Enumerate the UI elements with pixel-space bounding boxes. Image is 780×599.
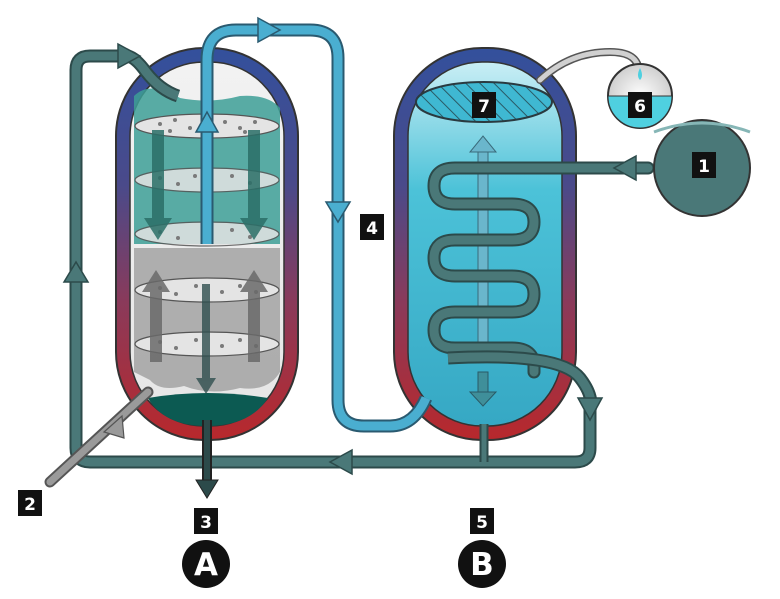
label-1: 1 — [692, 152, 716, 178]
collection-flask — [536, 47, 673, 129]
svg-text:1: 1 — [698, 157, 710, 177]
vessel-a-outlet-arrow — [195, 479, 219, 499]
vessel-a-bottom-liquid — [148, 393, 268, 426]
vapour-arrows — [194, 16, 352, 224]
arrow-left-bottom — [328, 448, 353, 476]
vessel-b-badge: B — [458, 540, 506, 588]
arrow-up-left-riser — [62, 260, 90, 283]
svg-text:A: A — [194, 547, 218, 583]
dark-pipe-arrows — [62, 42, 637, 476]
svg-text:3: 3 — [200, 513, 212, 533]
label-6: 6 — [628, 92, 652, 118]
arrow-down-right — [576, 397, 604, 422]
down-arrows-upper — [144, 130, 268, 240]
svg-text:7: 7 — [478, 97, 490, 117]
vessel-b-down-arrow — [468, 371, 498, 407]
arrow-into-coil — [612, 154, 637, 182]
svg-text:2: 2 — [24, 495, 36, 515]
label-3: 3 — [194, 508, 218, 534]
arrow-down-vapour — [324, 201, 352, 224]
drop-icon — [638, 68, 642, 80]
svg-text:B: B — [470, 547, 494, 583]
arrow-up-center — [194, 110, 220, 133]
arrow-right-top — [117, 42, 142, 70]
center-down-arrow — [196, 284, 216, 394]
up-arrows-lower — [142, 270, 268, 362]
label-5: 5 — [470, 508, 494, 534]
label-4: 4 — [360, 214, 384, 240]
arrow-right-vapour — [257, 16, 282, 44]
svg-text:5: 5 — [476, 513, 488, 533]
label-7: 7 — [472, 92, 496, 118]
label-2: 2 — [18, 490, 42, 516]
vessel-a-badge: A — [182, 540, 230, 588]
svg-text:6: 6 — [634, 97, 646, 117]
feed-arrow — [102, 414, 125, 439]
svg-text:4: 4 — [366, 219, 378, 239]
